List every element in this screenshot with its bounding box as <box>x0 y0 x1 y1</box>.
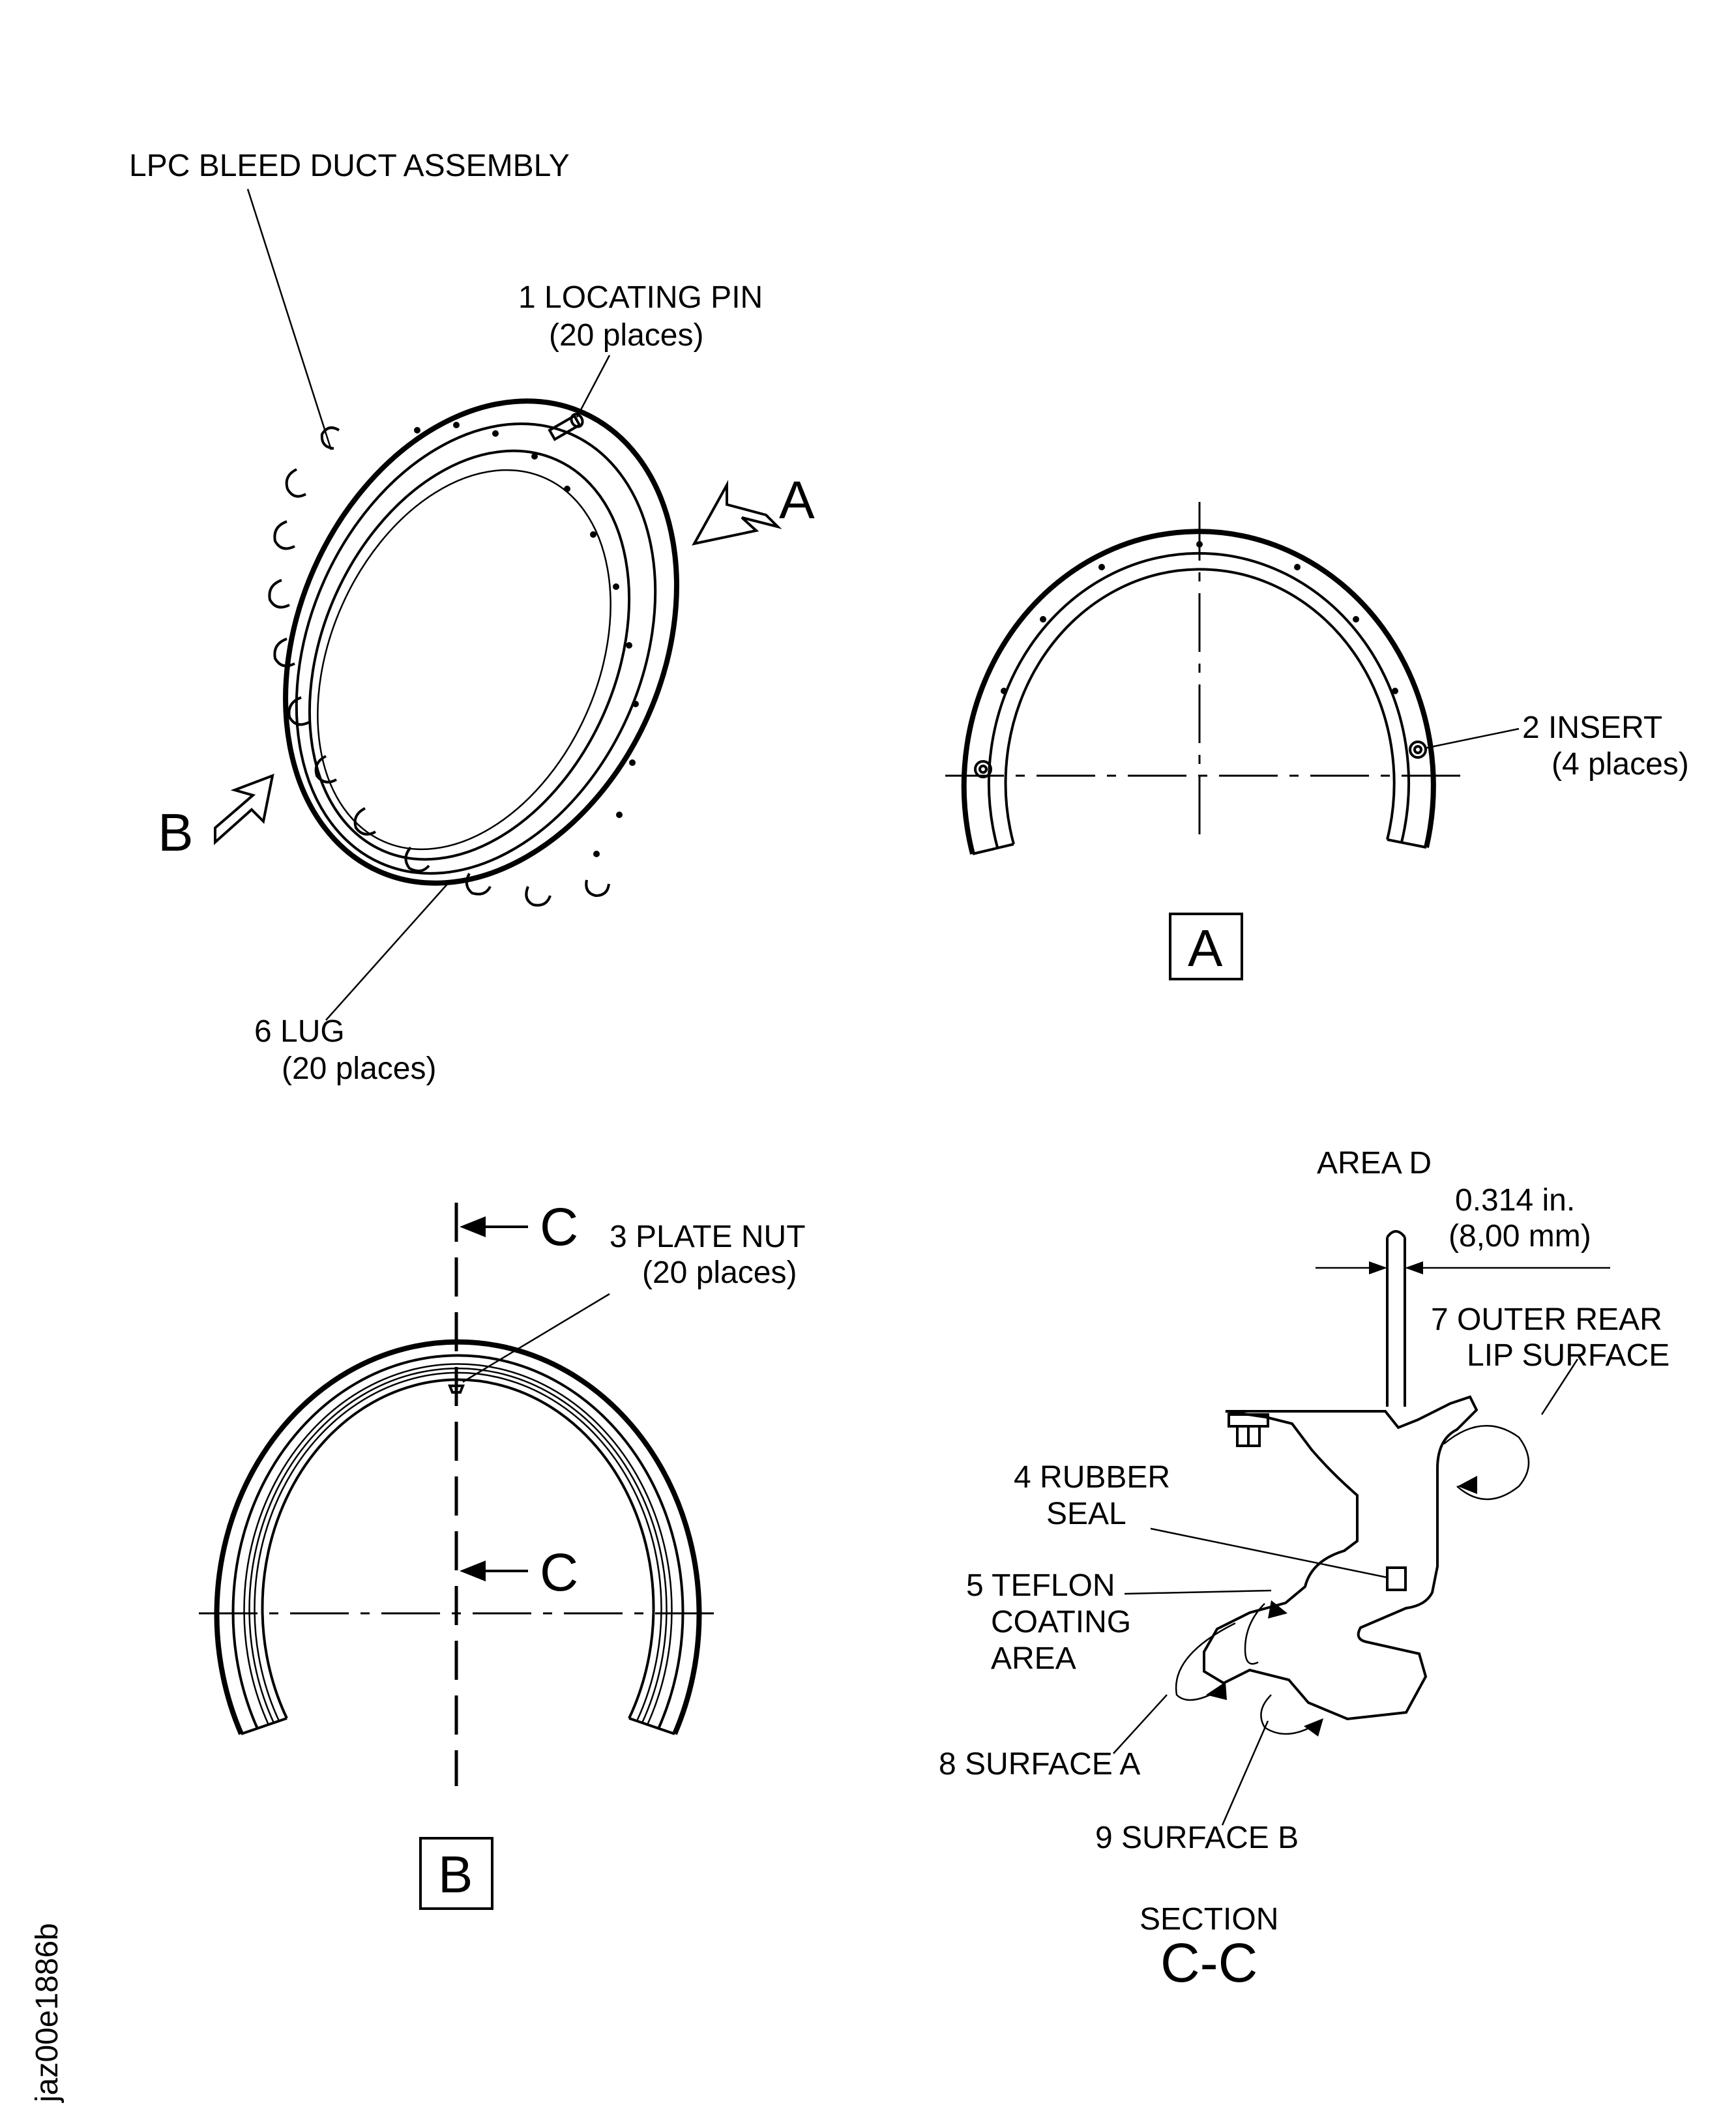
insert-label: 2 INSERT <box>1522 711 1662 745</box>
view-b-arc-2 <box>231 1354 684 1729</box>
view-a-box <box>1169 913 1243 980</box>
surface-b-arrow <box>1304 1718 1323 1737</box>
flange-inner-edge <box>295 422 657 875</box>
view-b <box>199 1203 714 1910</box>
assembly-leaders <box>246 188 611 1021</box>
lug-leader <box>325 881 450 1021</box>
section-letter-mid: C <box>540 1543 578 1602</box>
section-letter-top: C <box>540 1197 578 1257</box>
plate-nut-leader <box>462 1293 610 1383</box>
lug-label: 6 LUG <box>254 1014 345 1049</box>
view-b-arc-3 <box>243 1363 673 1725</box>
view-arrow-a-letter: A <box>779 471 815 530</box>
view-a-outer-arc <box>961 529 1436 855</box>
view-b-box <box>419 1837 493 1910</box>
rubber-seal-label-2: SEAL <box>1046 1497 1126 1531</box>
pin-label: 1 LOCATING PIN <box>518 280 763 315</box>
view-b-outer-arc <box>214 1339 702 1735</box>
insert-qty: (4 places) <box>1552 747 1689 782</box>
view-b-arc-5 <box>254 1372 662 1722</box>
pin-leader <box>576 355 611 418</box>
outer-rear-lip-loop <box>1443 1425 1530 1501</box>
teflon-leader <box>1124 1589 1272 1595</box>
view-b-inner-arc <box>261 1378 655 1719</box>
view-b-box-letter: B <box>438 1845 473 1903</box>
dimension-in: 0.314 in. <box>1455 1183 1575 1218</box>
duct-bore <box>317 469 611 851</box>
view-arrow-a <box>692 480 782 546</box>
view-a-inner-arc <box>1004 568 1396 845</box>
surface-b-label: 9 SURFACE B <box>1095 1821 1299 1855</box>
insert-leader <box>1424 727 1520 750</box>
surface-a-leader <box>1113 1694 1168 1754</box>
assembly-leader <box>246 188 332 450</box>
rubber-seal <box>1386 1566 1407 1591</box>
view-a-end-left <box>972 843 1014 855</box>
lug-qty: (20 places) <box>282 1051 436 1086</box>
plate-nut <box>448 1385 465 1394</box>
view-a-end-right <box>1387 838 1427 849</box>
teflon-arrow <box>1268 1600 1287 1619</box>
surface-b-leader <box>1221 1720 1269 1826</box>
view-arrow-b-letter: B <box>158 803 194 862</box>
outer-lip-leader <box>1540 1358 1579 1415</box>
assembly-view <box>268 398 679 907</box>
lug-set <box>268 426 610 907</box>
teflon-label-2: COATING <box>991 1605 1131 1639</box>
teflon-loop <box>1244 1603 1265 1665</box>
duct-inner-wall <box>308 449 631 861</box>
section-id: C-C <box>1160 1932 1258 1993</box>
plate-nut-qty: (20 places) <box>642 1255 797 1290</box>
figure-id: jaz00e1886b <box>30 1923 65 2104</box>
view-b-end-right <box>628 1717 675 1735</box>
teflon-label-3: AREA <box>991 1641 1076 1676</box>
dimension-mm: (8,00 mm) <box>1449 1219 1591 1254</box>
assembly-label: LPC BLEED DUCT ASSEMBLY <box>129 149 570 183</box>
plate-nut-section <box>1228 1413 1269 1447</box>
inserts <box>974 741 1427 778</box>
surface-a-label: 8 SURFACE A <box>939 1747 1140 1782</box>
outer-flange-ring <box>283 398 679 886</box>
section-profile <box>1203 1395 1479 1721</box>
pin-qty: (20 places) <box>549 318 703 353</box>
view-a-holes <box>1001 541 1398 694</box>
view-arrow-b <box>214 773 274 845</box>
section-arrow-top <box>460 1216 528 1237</box>
outer-lip-arrow <box>1458 1476 1477 1494</box>
view-b-end-left <box>241 1717 287 1735</box>
section-cc <box>1113 1230 1610 1826</box>
section-title: SECTION <box>1140 1902 1278 1937</box>
section-arrow-mid <box>460 1561 528 1581</box>
area-d-label: AREA D <box>1317 1146 1432 1181</box>
surface-b-loop <box>1260 1694 1311 1735</box>
dimension-arrows <box>1316 1261 1610 1274</box>
rubber-seal-label-1: 4 RUBBER <box>1014 1460 1170 1495</box>
view-b-arc-4 <box>248 1367 668 1724</box>
locating-pin <box>548 413 584 441</box>
surface-a-arrow <box>1206 1682 1227 1700</box>
flange-holes <box>414 422 639 857</box>
view-a <box>945 502 1520 980</box>
outer-lip-label-2: LIP SURFACE <box>1467 1338 1670 1373</box>
view-a-box-letter: A <box>1188 919 1223 977</box>
outer-lip-label-1: 7 OUTER REAR <box>1431 1302 1662 1337</box>
rubber-seal-leader <box>1150 1527 1388 1579</box>
area-d-web-tip <box>1386 1230 1406 1239</box>
area-d-web <box>1386 1237 1406 1407</box>
surface-a-loop <box>1175 1622 1236 1701</box>
teflon-label-1: 5 TEFLON <box>966 1568 1115 1603</box>
plate-nut-label: 3 PLATE NUT <box>610 1220 806 1254</box>
view-a-mid-arc <box>988 551 1410 848</box>
